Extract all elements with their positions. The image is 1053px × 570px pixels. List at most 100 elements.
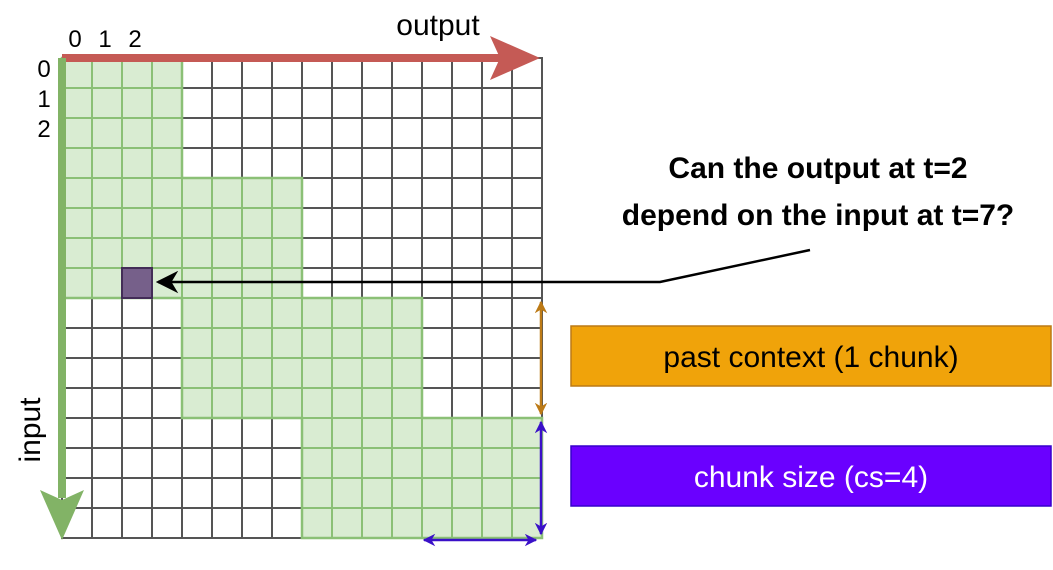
masked-cell <box>421 237 453 269</box>
allowed-cell <box>271 297 303 329</box>
allowed-cell <box>151 207 183 239</box>
input-axis-arrow <box>40 58 84 540</box>
allowed-cell <box>511 507 543 539</box>
allowed-cell <box>361 447 393 479</box>
masked-cell <box>481 147 513 179</box>
allowed-cell <box>451 447 483 479</box>
allowed-cell <box>271 357 303 389</box>
allowed-cell <box>451 417 483 449</box>
allowed-cell <box>91 267 123 299</box>
allowed-cell <box>331 507 363 539</box>
masked-cell <box>511 297 543 329</box>
masked-cell <box>451 237 483 269</box>
allowed-cell <box>241 327 273 359</box>
allowed-cell <box>121 87 153 119</box>
allowed-cell <box>301 507 333 539</box>
allowed-cell <box>181 177 213 209</box>
allowed-cell <box>91 237 123 269</box>
masked-cell <box>451 87 483 119</box>
masked-cell <box>451 177 483 209</box>
allowed-cell <box>91 57 123 89</box>
column-tick-label: 1 <box>98 26 111 53</box>
masked-cell <box>241 507 273 539</box>
allowed-cell <box>481 417 513 449</box>
masked-cell <box>91 417 123 449</box>
masked-cell <box>61 357 93 389</box>
masked-cell <box>271 87 303 119</box>
masked-cell <box>151 327 183 359</box>
masked-cell <box>211 87 243 119</box>
masked-cell <box>301 207 333 239</box>
allowed-cell <box>241 237 273 269</box>
masked-cell <box>421 207 453 239</box>
allowed-cell <box>211 297 243 329</box>
allowed-cell <box>151 57 183 89</box>
allowed-cell <box>361 387 393 419</box>
allowed-cell <box>331 357 363 389</box>
input-axis-label: input <box>14 397 47 463</box>
masked-cell <box>391 117 423 149</box>
masked-cell <box>481 87 513 119</box>
allowed-cell <box>211 357 243 389</box>
allowed-cell <box>121 57 153 89</box>
allowed-cell <box>361 417 393 449</box>
allowed-cell <box>91 87 123 119</box>
masked-cell <box>91 507 123 539</box>
allowed-cell <box>301 297 333 329</box>
masked-cell <box>481 237 513 269</box>
allowed-cell <box>271 387 303 419</box>
masked-cell <box>361 237 393 269</box>
allowed-cell <box>331 417 363 449</box>
masked-cell <box>61 387 93 419</box>
allowed-cell <box>301 387 333 419</box>
masked-cell <box>121 297 153 329</box>
allowed-cell <box>121 177 153 209</box>
output-axis-label: output <box>396 9 480 42</box>
masked-cell <box>181 507 213 539</box>
masked-cell <box>211 477 243 509</box>
allowed-cell <box>421 447 453 479</box>
allowed-cell <box>361 477 393 509</box>
masked-cell <box>451 387 483 419</box>
allowed-cell <box>391 327 423 359</box>
masked-cell <box>391 57 423 89</box>
allowed-cell <box>301 357 333 389</box>
masked-cell <box>391 207 423 239</box>
allowed-cell <box>421 417 453 449</box>
masked-cell <box>481 177 513 209</box>
masked-cell <box>331 147 363 179</box>
allowed-cell <box>391 297 423 329</box>
masked-cell <box>181 417 213 449</box>
queried-cell <box>121 267 153 299</box>
allowed-cell <box>241 387 273 419</box>
allowed-cell <box>331 387 363 419</box>
row-tick-label: 0 <box>37 56 50 83</box>
allowed-cell <box>211 387 243 419</box>
masked-cell <box>241 417 273 449</box>
allowed-cell <box>181 237 213 269</box>
masked-cell <box>421 327 453 359</box>
masked-cell <box>301 57 333 89</box>
allowed-cell <box>361 507 393 539</box>
masked-cell <box>181 147 213 179</box>
allowed-cell <box>391 507 423 539</box>
masked-cell <box>331 237 363 269</box>
masked-cell <box>421 87 453 119</box>
masked-cell <box>331 177 363 209</box>
allowed-cell <box>241 207 273 239</box>
masked-cell <box>241 87 273 119</box>
allowed-cell <box>511 417 543 449</box>
masked-cell <box>211 507 243 539</box>
allowed-cell <box>391 477 423 509</box>
allowed-cell <box>181 327 213 359</box>
masked-cell <box>151 417 183 449</box>
masked-cell <box>481 117 513 149</box>
masked-cell <box>61 297 93 329</box>
allowed-cell <box>181 297 213 329</box>
masked-cell <box>421 57 453 89</box>
allowed-cell <box>151 117 183 149</box>
masked-cell <box>451 357 483 389</box>
masked-cell <box>511 237 543 269</box>
allowed-cell <box>271 237 303 269</box>
masked-cell <box>61 417 93 449</box>
